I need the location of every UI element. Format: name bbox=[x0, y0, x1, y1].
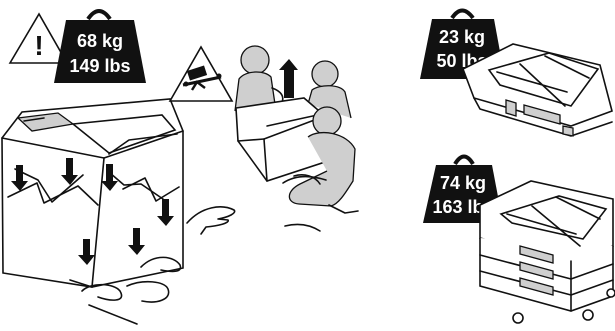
lifting-hazard-icon bbox=[170, 47, 232, 101]
two-person-lift-illustration bbox=[235, 46, 358, 231]
large-tray-weight-kg: 74 kg bbox=[440, 173, 486, 193]
printer-weight-kg: 68 kg bbox=[77, 31, 123, 51]
printer-weight-badge: 68 kg 149 lbs bbox=[54, 11, 146, 83]
printer-weight-lbs: 149 lbs bbox=[69, 56, 130, 76]
large-tray-stack-illustration bbox=[480, 181, 615, 323]
small-tray-illustration bbox=[463, 44, 612, 136]
warning-triangle-icon: ! bbox=[10, 14, 67, 63]
warning-mark: ! bbox=[34, 30, 43, 61]
small-tray-weight-kg: 23 kg bbox=[439, 27, 485, 47]
